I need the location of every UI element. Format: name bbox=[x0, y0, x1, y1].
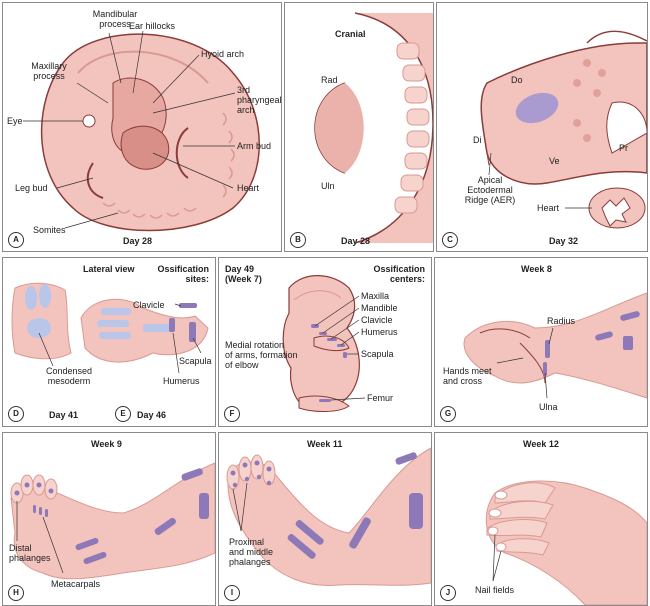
label-proximal: Pr bbox=[619, 143, 628, 153]
panel-letter-e: E bbox=[115, 406, 131, 422]
limb-section-day32-illustration bbox=[480, 30, 647, 229]
label-ear-hillocks: Ear hillocks bbox=[129, 21, 176, 31]
label-rad: Rad bbox=[321, 75, 338, 85]
arm-week11-illustration bbox=[226, 447, 431, 587]
panel-caption: Day 32 bbox=[549, 236, 579, 246]
panel-b: Cranial Rad Uln B Day 28 bbox=[284, 2, 434, 252]
arm-week8-illustration bbox=[463, 292, 647, 399]
label-dorsal: Do bbox=[511, 75, 523, 85]
panel-letter: I bbox=[224, 585, 240, 601]
label-clavicle: Clavicle bbox=[361, 315, 393, 325]
limb-day41-46-illustration bbox=[11, 282, 209, 374]
label-humerus: Humerus bbox=[163, 376, 200, 386]
label-somites: Somites bbox=[33, 225, 66, 235]
label-maxilla: Maxilla bbox=[361, 291, 390, 301]
panel-title: Week 8 bbox=[521, 264, 552, 274]
label-scapula: Scapula bbox=[179, 356, 212, 366]
panel-title: Week 11 bbox=[307, 439, 343, 449]
label-femur: Femur bbox=[367, 393, 394, 403]
label-radius: Radius bbox=[547, 316, 576, 326]
panel-caption-d: Day 41 bbox=[49, 410, 79, 420]
limb-bud-day28-illustration bbox=[314, 12, 433, 244]
label-nail-fields: Nail fields bbox=[475, 585, 515, 595]
label-arm-bud: Arm bud bbox=[237, 141, 272, 151]
label-cranial: Cranial bbox=[335, 29, 366, 39]
panel-letter-d: D bbox=[8, 406, 24, 422]
embryo-day49-illustration bbox=[282, 275, 366, 412]
panel-title: Week 12 bbox=[523, 439, 559, 449]
label-scapula: Scapula bbox=[361, 349, 394, 359]
panel-letter: J bbox=[440, 585, 456, 601]
panel-caption-e: Day 46 bbox=[137, 410, 167, 420]
label-ventral: Ve bbox=[549, 156, 560, 166]
label-heart: Heart bbox=[237, 183, 260, 193]
panel-title: Week 9 bbox=[91, 439, 122, 449]
label-heart: Heart bbox=[537, 203, 560, 213]
label-metacarpals: Metacarpals bbox=[51, 579, 101, 589]
embryo-day28-illustration bbox=[23, 30, 260, 232]
panel-caption: Day 28 bbox=[123, 236, 153, 246]
panel-letter: H bbox=[8, 585, 24, 601]
panel-letter: F bbox=[224, 406, 240, 422]
panel-j: Week 12 Nail fields J bbox=[434, 432, 648, 606]
panel-caption: Day 28 bbox=[341, 236, 371, 246]
label-eye: Eye bbox=[7, 116, 23, 126]
hand-week12-illustration bbox=[485, 480, 647, 605]
label-humerus: Humerus bbox=[361, 327, 398, 337]
label-hyoid-arch: Hyoid arch bbox=[201, 49, 245, 59]
label-distal: Di bbox=[473, 135, 482, 145]
label-leg-bud: Leg bud bbox=[15, 183, 48, 193]
label-mandible: Mandible bbox=[361, 303, 398, 313]
panel-letter: G bbox=[440, 406, 456, 422]
label-lateral-view: Lateral view bbox=[83, 264, 135, 274]
panel-letter: A bbox=[8, 232, 24, 248]
panel-letter: B bbox=[290, 232, 306, 248]
label-ulna: Ulna bbox=[539, 402, 558, 412]
label-day49: Day 49(Week 7) bbox=[225, 264, 262, 284]
label-uln: Uln bbox=[321, 181, 335, 191]
panel-letter: C bbox=[442, 232, 458, 248]
arm-week9-illustration bbox=[10, 462, 215, 580]
label-clavicle: Clavicle bbox=[133, 300, 165, 310]
